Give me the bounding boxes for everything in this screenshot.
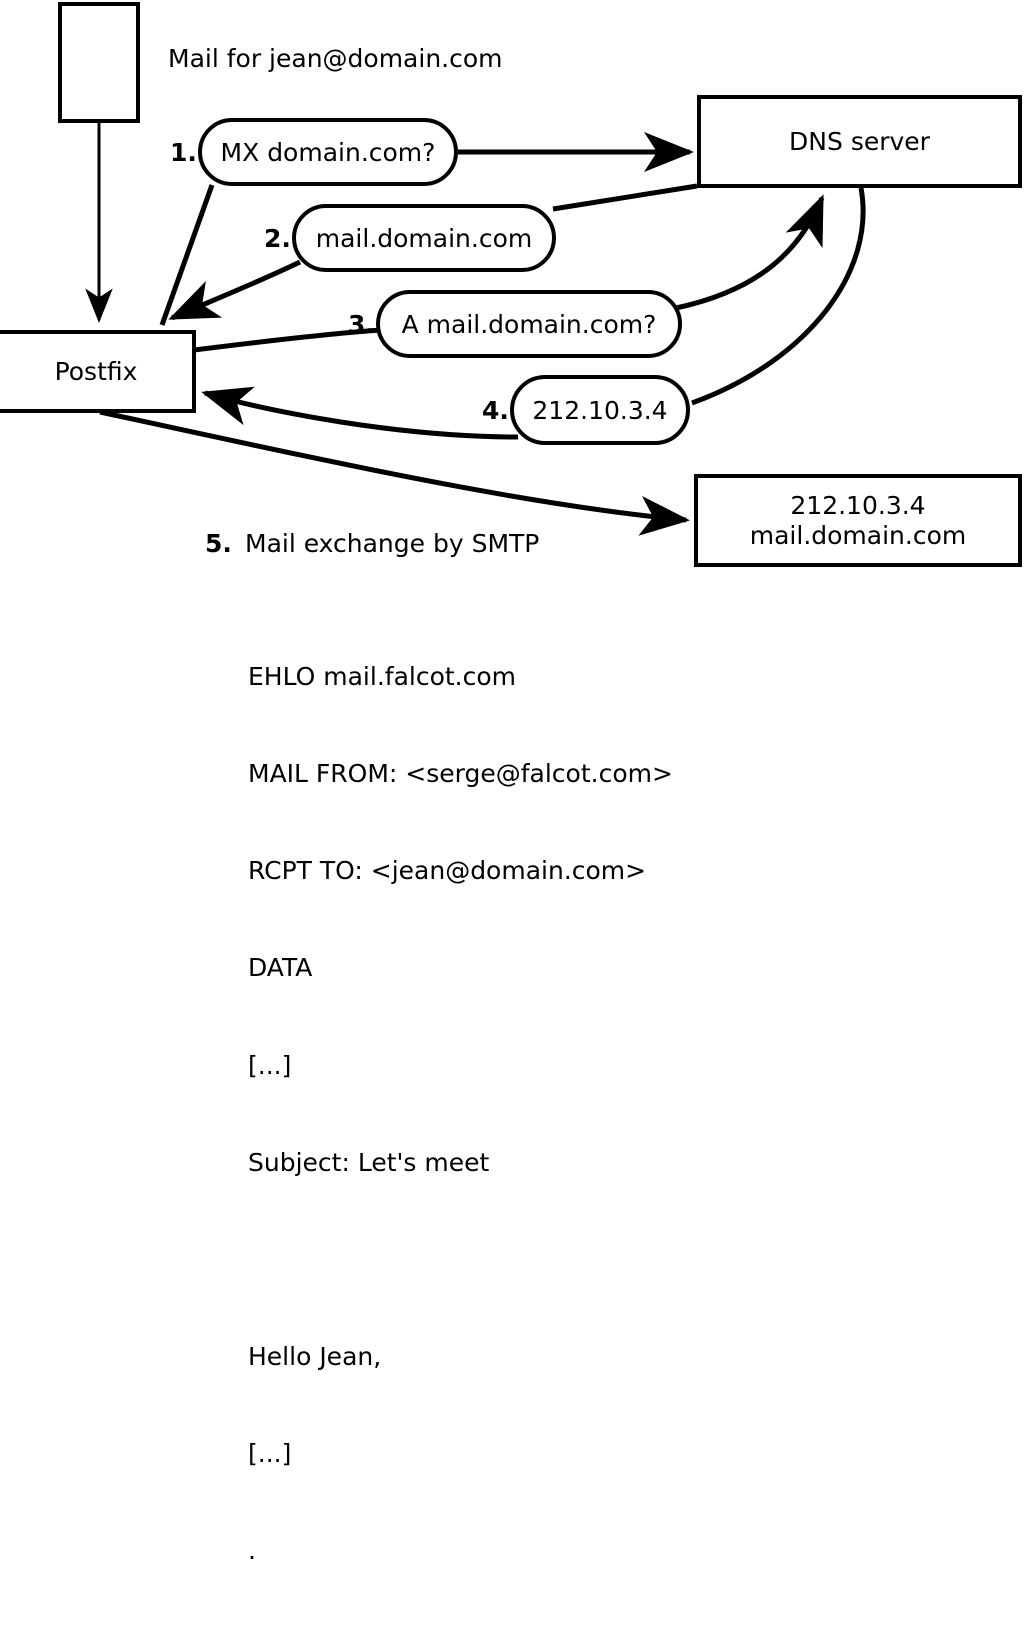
message-bubble-step-1-label: MX domain.com? bbox=[220, 137, 436, 167]
connector-step1-postfix-to-pill bbox=[159, 184, 215, 326]
connector-step2-pill-to-postfix bbox=[168, 259, 302, 321]
connector-step4-pill-to-postfix bbox=[201, 386, 519, 440]
step-5-label: Mail exchange by SMTP bbox=[245, 529, 540, 558]
smtp-transcript-line: [...] bbox=[248, 1050, 292, 1080]
node-destination-mail-server[interactable]: 212.10.3.4 mail.domain.com bbox=[694, 474, 1022, 567]
smtp-transcript-line-blank bbox=[248, 1244, 673, 1276]
message-bubble-step-4[interactable]: 212.10.3.4 bbox=[510, 375, 690, 445]
connector-step4-dns-to-pill bbox=[691, 187, 866, 406]
step-number-2: 2. bbox=[264, 224, 291, 253]
node-destination-ip: 212.10.3.4 bbox=[790, 491, 926, 520]
message-bubble-step-4-label: 212.10.3.4 bbox=[532, 395, 668, 425]
message-bubble-step-2-label: mail.domain.com bbox=[315, 223, 533, 253]
node-dns-server-label: DNS server bbox=[789, 126, 930, 156]
step-number-5: 5. bbox=[205, 529, 232, 558]
smtp-transcript-line: [...] bbox=[248, 1439, 292, 1469]
smtp-transcript-line: RCPT TO: <jean@domain.com> bbox=[248, 856, 647, 886]
node-postfix-label: Postfix bbox=[54, 356, 138, 386]
smtp-transcript-line: Subject: Let's meet bbox=[248, 1147, 490, 1177]
message-bubble-step-3[interactable]: A mail.domain.com? bbox=[376, 290, 682, 358]
message-bubble-step-3-label: A mail.domain.com? bbox=[401, 309, 657, 339]
smtp-transcript-line: MAIL FROM: <serge@falcot.com> bbox=[248, 759, 673, 789]
step-number-1: 1. bbox=[170, 138, 197, 167]
node-destination-wrap: 212.10.3.4 mail.domain.com bbox=[750, 491, 966, 550]
node-postfix[interactable]: Postfix bbox=[0, 330, 196, 413]
caption-mail-for: Mail for jean@domain.com bbox=[168, 44, 503, 73]
smtp-transcript-line: EHLO mail.falcot.com bbox=[248, 661, 517, 691]
step-number-4: 4. bbox=[482, 396, 509, 425]
node-dns-server[interactable]: DNS server bbox=[697, 95, 1022, 188]
smtp-transcript-line: DATA bbox=[248, 953, 313, 983]
diagram-canvas: DNS server Postfix 212.10.3.4 mail.domai… bbox=[0, 0, 1024, 1565]
smtp-transcript: EHLO mail.falcot.com MAIL FROM: <serge@f… bbox=[248, 596, 673, 1633]
node-mail-source[interactable] bbox=[58, 2, 140, 123]
connector-step2-dns-to-pill bbox=[552, 183, 698, 212]
message-bubble-step-1[interactable]: MX domain.com? bbox=[198, 118, 458, 186]
smtp-transcript-line: Hello Jean, bbox=[248, 1341, 382, 1371]
smtp-transcript-line: . bbox=[248, 1536, 256, 1566]
node-destination-hostname: mail.domain.com bbox=[749, 520, 967, 550]
step-number-3: 3. bbox=[348, 310, 375, 339]
message-bubble-step-2[interactable]: mail.domain.com bbox=[292, 204, 556, 272]
connector-step3-pill-to-dns bbox=[675, 194, 825, 311]
